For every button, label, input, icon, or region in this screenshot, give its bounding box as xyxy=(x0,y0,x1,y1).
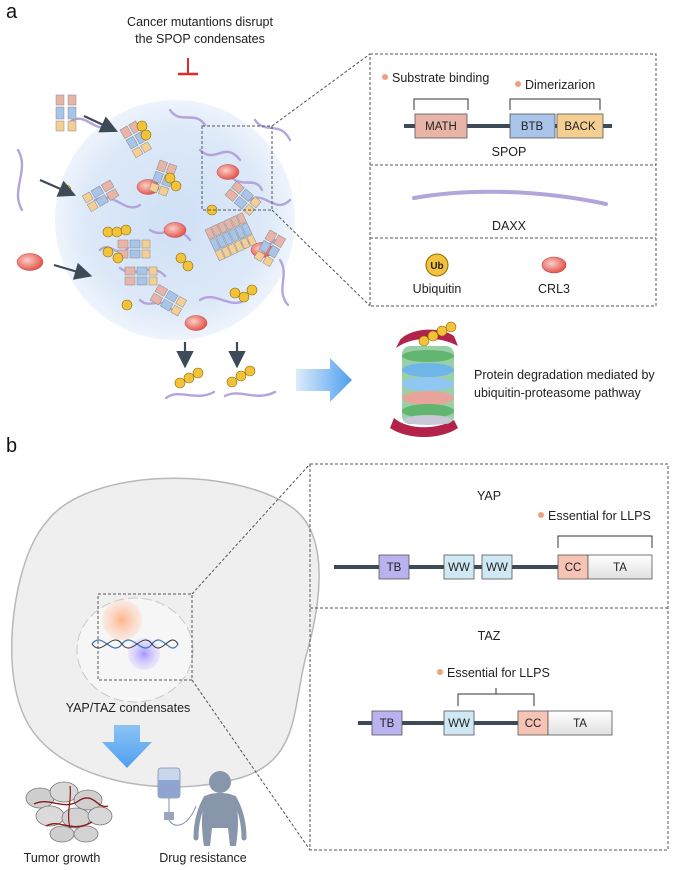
yap-ww1-label: WW xyxy=(448,562,470,574)
yap-ww1-domain xyxy=(443,554,475,580)
tumor-growth-label: Tumor growth xyxy=(24,851,101,865)
released-ub-daxx xyxy=(164,365,277,400)
spop-condensate-droplet xyxy=(55,100,295,340)
inhibition-symbol xyxy=(178,58,198,76)
taz-ta-domain xyxy=(547,710,613,736)
taz-essential-dot xyxy=(437,669,443,675)
panel-a-letter: a xyxy=(6,1,18,23)
condensates-label: YAP/TAZ condensates xyxy=(66,701,191,715)
drug-resistance-icon xyxy=(157,767,247,846)
spop-legend-box xyxy=(369,53,657,307)
daxx-label: DAXX xyxy=(492,219,527,233)
daxx-legend-strand xyxy=(412,189,608,206)
taz-essential-bracket xyxy=(457,693,535,706)
crl3-legend-icon xyxy=(541,256,567,274)
ubiquitin-legend-icon xyxy=(425,253,449,277)
tumor-cells-icon xyxy=(25,781,113,843)
yap-tb-label: TB xyxy=(387,562,402,574)
taz-tb-domain xyxy=(371,710,403,736)
outcome-arrow xyxy=(102,725,152,768)
math-domain-label: MATH xyxy=(425,121,457,133)
ubiquitin-legend-symbol: Ub xyxy=(430,261,443,272)
panel-b-letter: b xyxy=(6,435,17,457)
nucleus xyxy=(76,597,194,703)
taz-ww-label: WW xyxy=(448,718,470,730)
drug-resistance-label: Drug resistance xyxy=(159,851,247,865)
cancer-note-line1: Cancer mutantions disrupt xyxy=(127,15,273,29)
zoom-line-b1 xyxy=(191,463,311,595)
dimerization-dot xyxy=(515,81,521,87)
zoom-line-b2 xyxy=(191,679,311,851)
proteasome xyxy=(390,321,458,437)
math-domain xyxy=(414,113,468,139)
yap-taz-box xyxy=(309,463,669,851)
substrate-binding-label: Substrate binding xyxy=(392,71,489,85)
yap-cc-domain xyxy=(557,554,589,580)
dimerization-bracket xyxy=(509,98,601,110)
degradation-line1: Protein degradation mediated by xyxy=(474,368,655,382)
down-arrows xyxy=(176,342,246,369)
zoom-line-a2 xyxy=(271,209,371,307)
taz-title: TAZ xyxy=(478,629,501,643)
yap-tb-domain xyxy=(378,554,410,580)
ubiquitin-legend-label: Ubiquitin xyxy=(413,282,462,296)
yap-essential-dot xyxy=(538,512,544,518)
btb-domain-label: BTB xyxy=(521,121,544,133)
spop-name-label: SPOP xyxy=(492,145,527,159)
btb-domain xyxy=(509,113,556,139)
yap-cc-label: CC xyxy=(565,562,582,574)
yap-ww2-domain xyxy=(481,554,513,580)
yap-essential-bracket xyxy=(557,535,653,548)
incoming-arrows xyxy=(39,115,118,280)
cancer-note-line2: the SPOP condensates xyxy=(135,32,265,46)
taz-essential-label: Essential for LLPS xyxy=(447,666,550,680)
back-domain xyxy=(556,113,604,139)
taz-ta-label: TA xyxy=(573,718,587,730)
yap-ww2-label: WW xyxy=(486,562,508,574)
back-domain-label: BACK xyxy=(564,121,596,133)
dimerization-label: Dimerizarion xyxy=(525,78,595,92)
taz-ww-domain xyxy=(443,710,475,736)
yap-ta-label: TA xyxy=(613,562,627,574)
yap-title: YAP xyxy=(477,489,501,503)
taz-tb-label: TB xyxy=(380,718,395,730)
zoom-box-a xyxy=(201,125,273,211)
degradation-line2: ubiquitin-proteasome pathway xyxy=(474,386,642,400)
progression-arrow xyxy=(296,358,352,402)
crl3-legend-label: CRL3 xyxy=(538,282,570,296)
zoom-line-a1 xyxy=(271,53,371,127)
substrate-binding-bracket xyxy=(413,98,469,110)
yap-essential-label: Essential for LLPS xyxy=(548,509,651,523)
taz-cc-domain xyxy=(517,710,549,736)
substrate-binding-dot xyxy=(382,74,388,80)
yap-ta-domain xyxy=(587,554,653,580)
zoom-box-b xyxy=(97,593,193,681)
taz-cc-label: CC xyxy=(525,718,542,730)
